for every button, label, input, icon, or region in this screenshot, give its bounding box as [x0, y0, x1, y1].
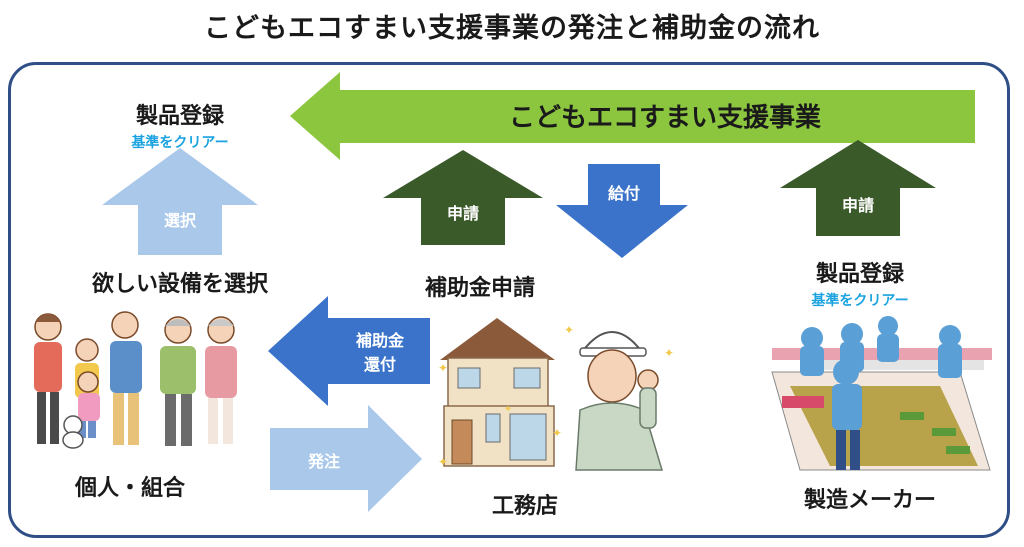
- select-arrow-label: 選択: [163, 211, 196, 230]
- refund-arrow-label-line2: 還付: [363, 355, 396, 374]
- svg-text:✦: ✦: [438, 455, 448, 469]
- choose-equipment-label: 欲しい設備を選択: [91, 272, 268, 297]
- center-apply-arrow-label: 申請: [446, 204, 479, 223]
- order-arrow-label: 発注: [307, 452, 340, 471]
- right-criteria-label: 基準をクリアー: [811, 293, 909, 309]
- left-criteria-label: 基準をクリアー: [131, 135, 229, 151]
- individual-union-label: 個人・組合: [74, 476, 185, 501]
- pay-arrow-label: 給付: [607, 184, 640, 203]
- refund-arrow-label-line1: 補助金: [355, 331, 404, 350]
- right-apply-arrow-label: 申請: [841, 196, 874, 215]
- manufacturer-label: 製造メーカー: [803, 488, 936, 513]
- pay-arrow: [556, 164, 688, 258]
- factory-illustration: [771, 316, 992, 471]
- program-arrow: [290, 72, 975, 160]
- subsidy-application-label: 補助金申請: [424, 276, 535, 301]
- select-arrow: [102, 148, 258, 255]
- diagram-frame: [8, 62, 1010, 538]
- center-apply-arrow: [383, 150, 543, 245]
- refund-arrow: [268, 296, 430, 406]
- svg-text:✦: ✦: [552, 426, 562, 440]
- right-apply-arrow: [780, 140, 936, 236]
- svg-text:✦: ✦: [504, 404, 512, 415]
- svg-text:✦: ✦: [438, 361, 448, 375]
- right-product-registration-label: 製品登録: [815, 262, 904, 287]
- worker-illustration: ✦ ✦: [564, 323, 674, 471]
- contractor-label: 工務店: [491, 494, 558, 519]
- house-illustration: ✦ ✦ ✦ ✦: [438, 318, 562, 469]
- svg-text:✦: ✦: [664, 346, 674, 360]
- order-arrow: [270, 405, 422, 512]
- family-illustration: [34, 311, 237, 449]
- svg-text:✦: ✦: [564, 323, 574, 337]
- diagram-title: こどもエコすまい支援事業の発注と補助金の流れ: [204, 13, 820, 44]
- program-label: こどもエコすまい支援事業: [508, 103, 821, 133]
- left-product-registration-label: 製品登録: [135, 104, 224, 129]
